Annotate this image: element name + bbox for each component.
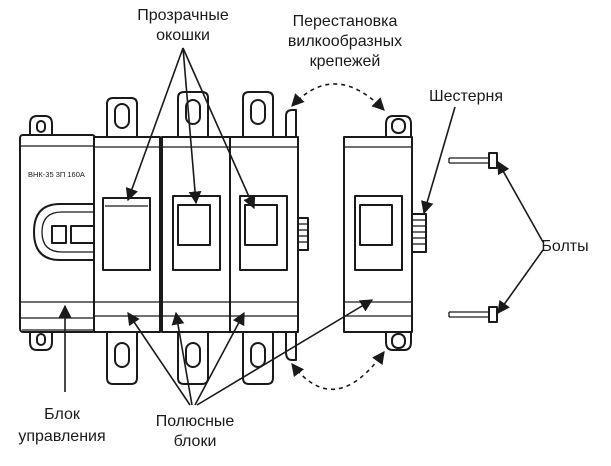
pole-block-2 bbox=[161, 91, 231, 385]
leaders-poles bbox=[127, 299, 374, 406]
nameplate-text: ВНК-35 3П 160А bbox=[28, 170, 85, 179]
bolt-bottom bbox=[448, 306, 498, 323]
leaders-windows bbox=[125, 47, 256, 210]
label-windows-line1: Прозрачные bbox=[137, 7, 229, 24]
leaders-bolts bbox=[497, 160, 544, 315]
label-rearrange-line2: вилкообразных bbox=[288, 33, 402, 50]
label-bolts: Болты bbox=[541, 238, 588, 255]
label-gear: Шестерня bbox=[429, 88, 503, 105]
label-rearrange-line1: Перестановка bbox=[293, 13, 398, 30]
label-rearrange-line3: крепежей bbox=[310, 53, 381, 70]
gear-icon bbox=[411, 213, 427, 253]
label-control-line1: Блок bbox=[44, 406, 81, 423]
pole-block-separate bbox=[343, 115, 427, 351]
transfer-arc-bottom bbox=[291, 350, 385, 390]
transfer-arc-top bbox=[291, 83, 385, 111]
label-windows-line2: окошки bbox=[156, 27, 210, 44]
label-control-line2: управления bbox=[18, 428, 105, 445]
pole-block-3 bbox=[229, 91, 299, 385]
bolt-top bbox=[448, 152, 498, 169]
gear-on-assembly bbox=[297, 217, 309, 251]
label-poles-line1: Полюсные bbox=[156, 413, 235, 430]
pole-block-1 bbox=[93, 97, 161, 385]
label-poles-line2: блоки bbox=[174, 433, 217, 450]
leader-gear bbox=[421, 106, 456, 215]
